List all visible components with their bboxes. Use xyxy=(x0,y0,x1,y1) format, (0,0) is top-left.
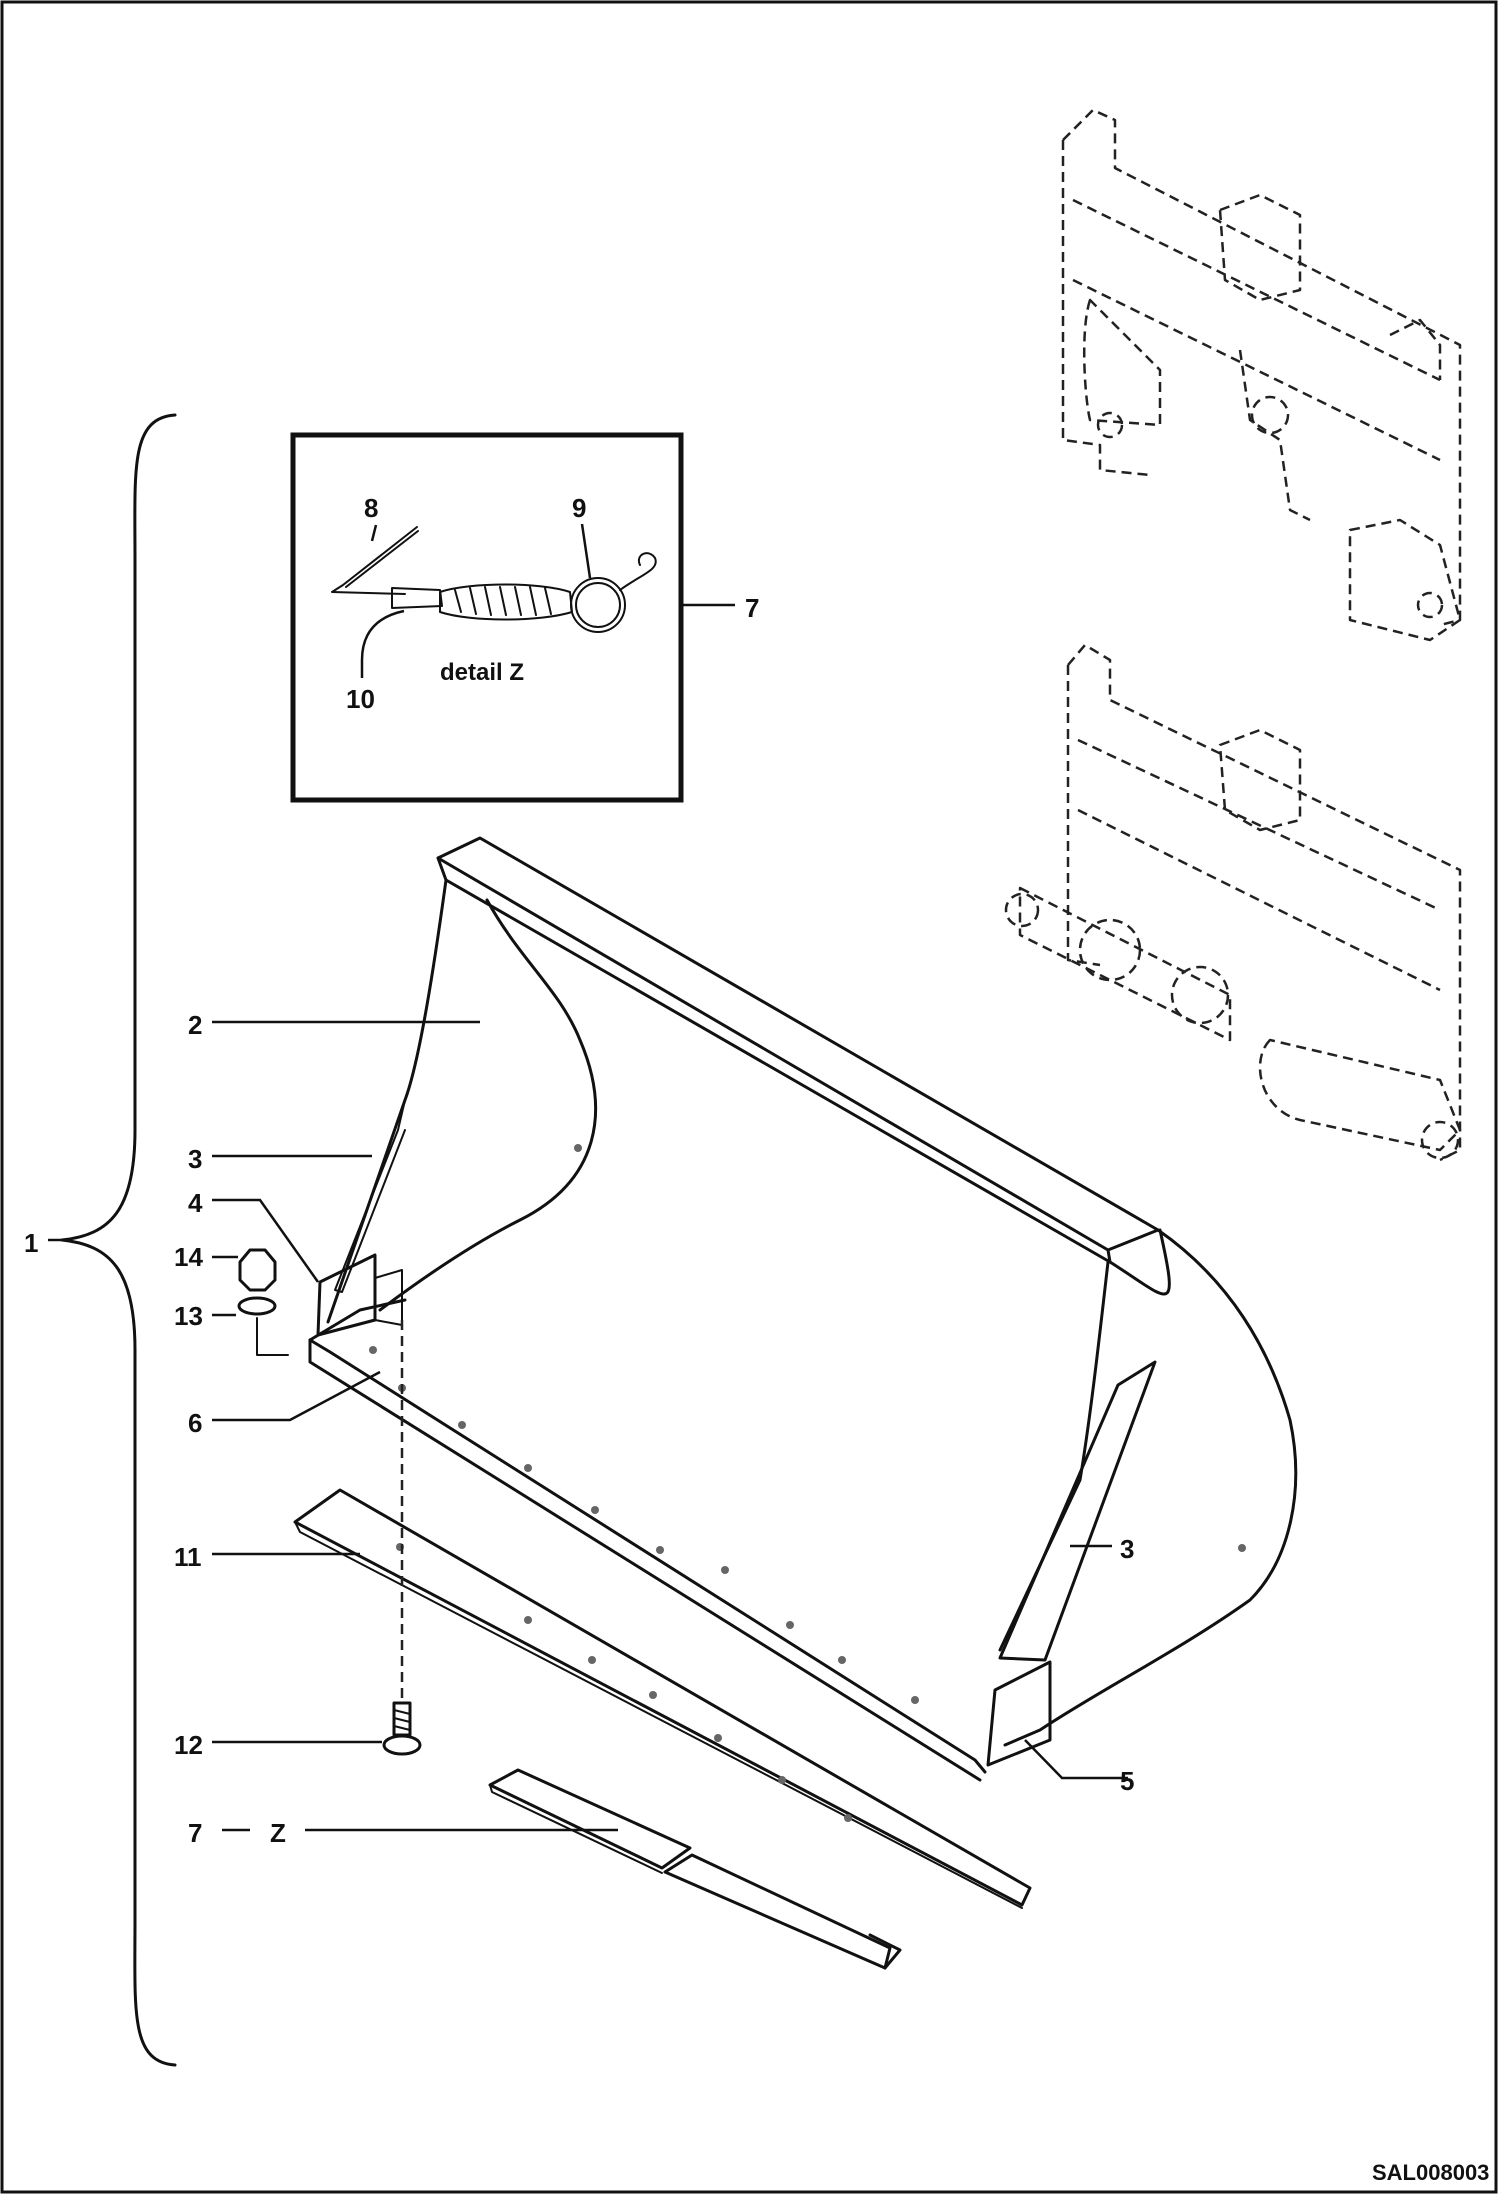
callout-z: Z xyxy=(270,1818,286,1848)
leader-lines xyxy=(48,1020,1128,1832)
detail-z-label: detail Z xyxy=(440,659,524,686)
callout-1: 1 xyxy=(24,1228,38,1258)
coupler-frame-upper xyxy=(1061,108,1462,642)
callout-5: 5 xyxy=(1120,1766,1134,1796)
edge-cover xyxy=(488,1768,902,1970)
callout-3-right: 3 xyxy=(1120,1534,1134,1564)
callout-12: 12 xyxy=(174,1730,203,1760)
detail-z-box xyxy=(290,432,735,803)
callout-7-bottom: 7 xyxy=(188,1818,202,1848)
callout-14: 14 xyxy=(174,1242,203,1272)
callout-9: 9 xyxy=(572,493,586,523)
callout-2: 2 xyxy=(188,1010,202,1040)
cutting-edge xyxy=(293,1488,1032,1909)
callout-3-left: 3 xyxy=(188,1144,202,1174)
drawing-code: SAL008003 xyxy=(1372,2160,1489,2185)
bucket xyxy=(308,836,1298,1782)
callout-8: 8 xyxy=(364,493,378,523)
hardware xyxy=(237,1248,422,1756)
callout-11: 11 xyxy=(174,1542,202,1572)
callout-7-detail: 7 xyxy=(745,593,759,623)
assembly-brace xyxy=(60,413,177,2067)
callout-4: 4 xyxy=(188,1188,203,1218)
callout-10: 10 xyxy=(346,684,375,714)
callout-13: 13 xyxy=(174,1301,203,1331)
coupler-frame-lower xyxy=(1004,643,1462,1162)
callout-6: 6 xyxy=(188,1408,202,1438)
